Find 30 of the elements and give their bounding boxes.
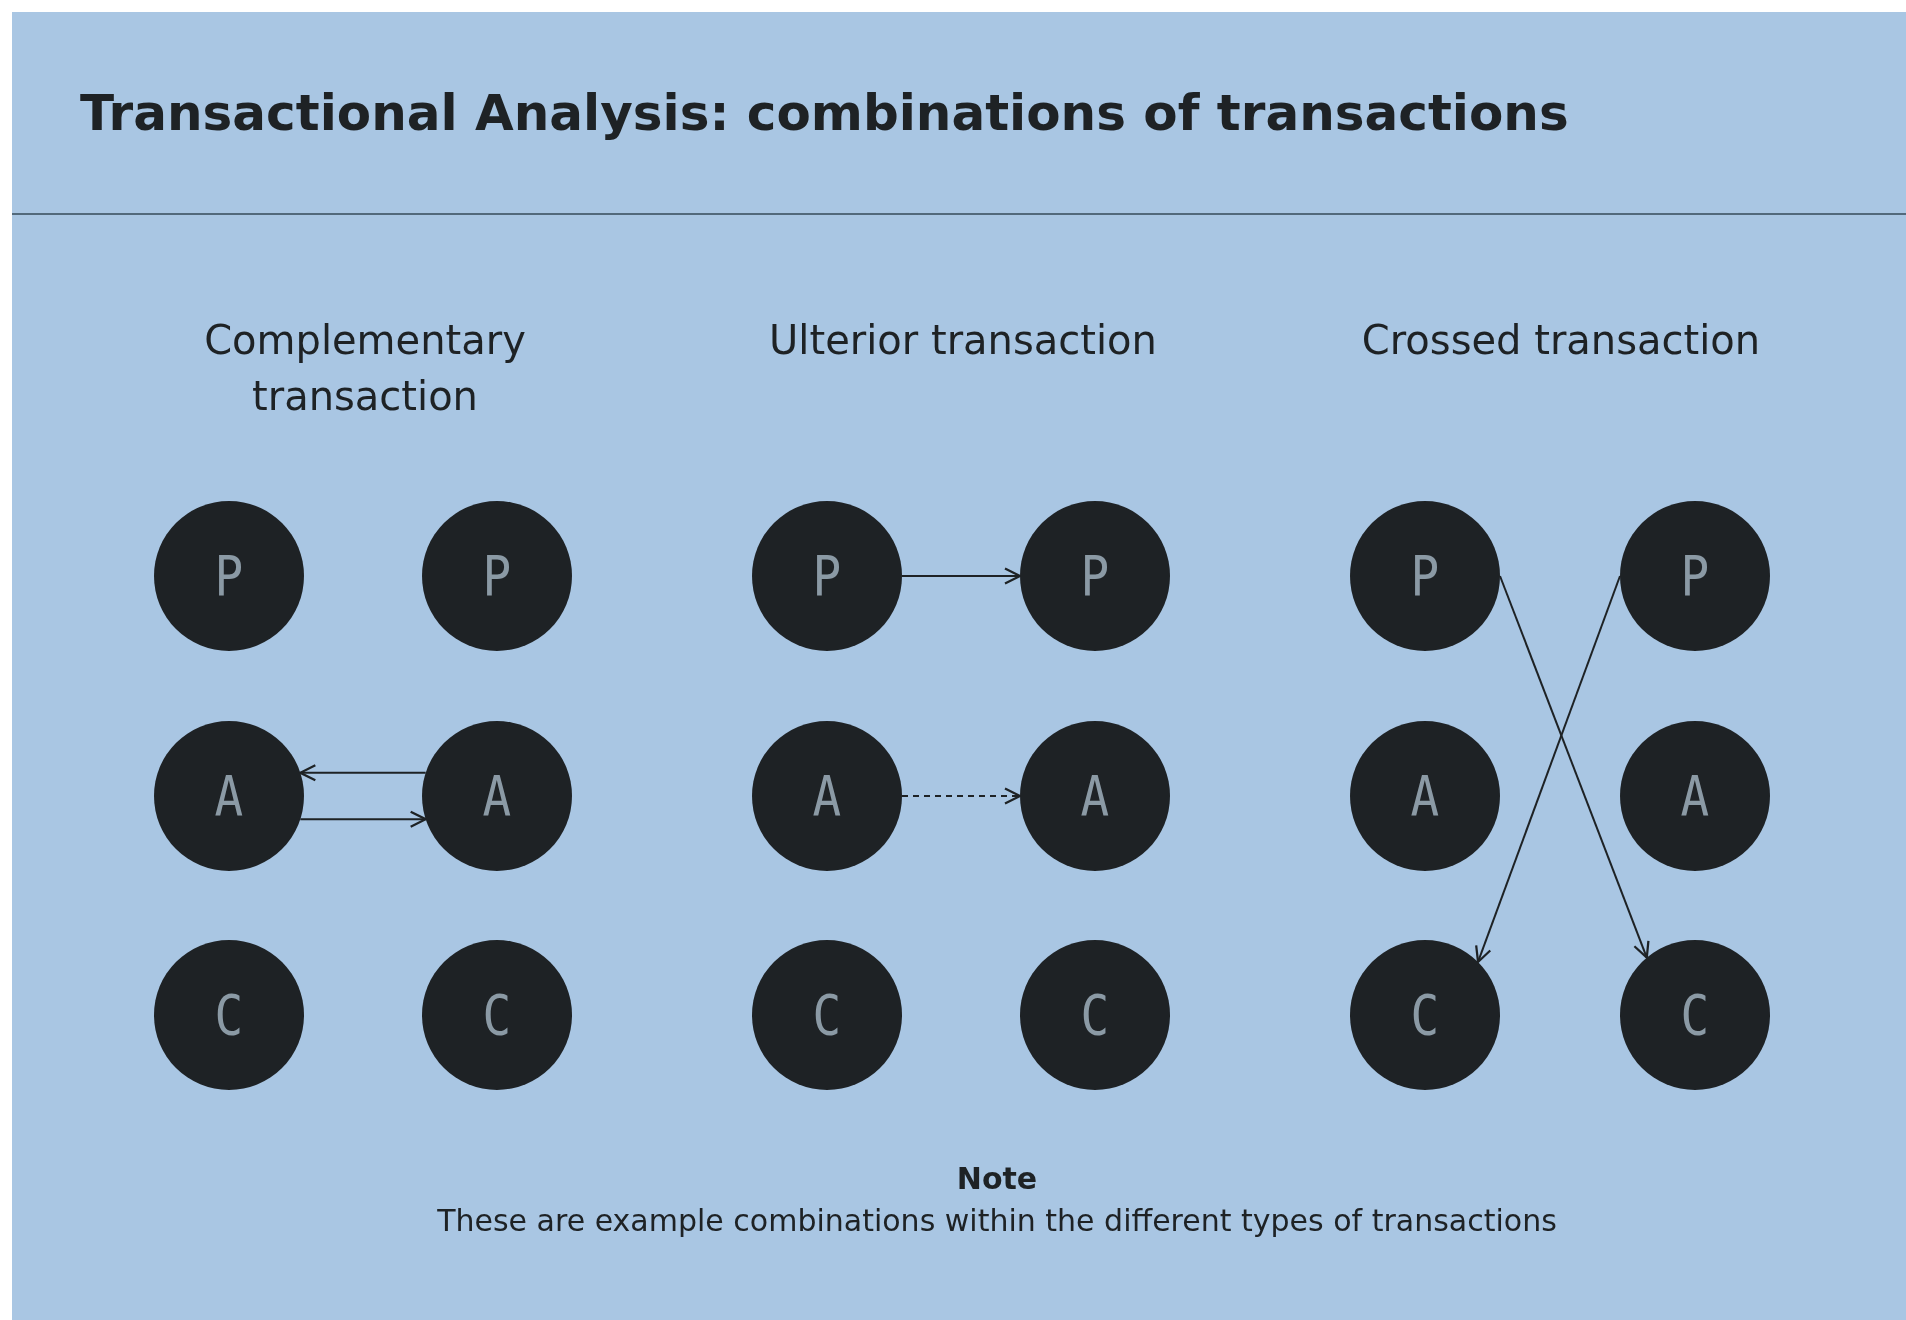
note-heading: Note [955, 1160, 1039, 1198]
ego-state-letter: A [482, 768, 512, 824]
ego-state-letter: P [1680, 548, 1710, 604]
title: Transactional Analysis: combinations of transactions [80, 84, 1569, 142]
ego-state-letter: P [1410, 548, 1440, 604]
ego-state-letter: A [1410, 768, 1440, 824]
column-heading: Complementary transaction [203, 316, 527, 421]
column-heading: Crossed transaction [1360, 316, 1762, 365]
ego-state-letter: C [812, 987, 842, 1043]
ego-state-letter: P [214, 548, 244, 604]
ego-state-letter: C [1680, 987, 1710, 1043]
ego-state-letter: P [482, 548, 512, 604]
arrow [1499, 575, 1650, 959]
ego-state-letter: A [1080, 768, 1110, 824]
ego-state-letter: C [482, 987, 512, 1043]
note-text: These are example combinations within the different types of transactions [436, 1202, 1558, 1240]
arrow [299, 764, 427, 782]
ego-state-letter: C [1410, 987, 1440, 1043]
ego-state-letter: A [812, 768, 842, 824]
arrow [901, 567, 1022, 585]
column-heading: Ulterior transaction [768, 316, 1158, 365]
arrow [299, 810, 427, 828]
ego-state-letter: C [214, 987, 244, 1043]
ego-state-letter: C [1080, 987, 1110, 1043]
arrow [1475, 575, 1621, 964]
arrow [901, 787, 1022, 805]
ego-state-letter: A [1680, 768, 1710, 824]
ego-state-letter: A [214, 768, 244, 824]
ego-state-letter: P [812, 548, 842, 604]
ego-state-letter: P [1080, 548, 1110, 604]
